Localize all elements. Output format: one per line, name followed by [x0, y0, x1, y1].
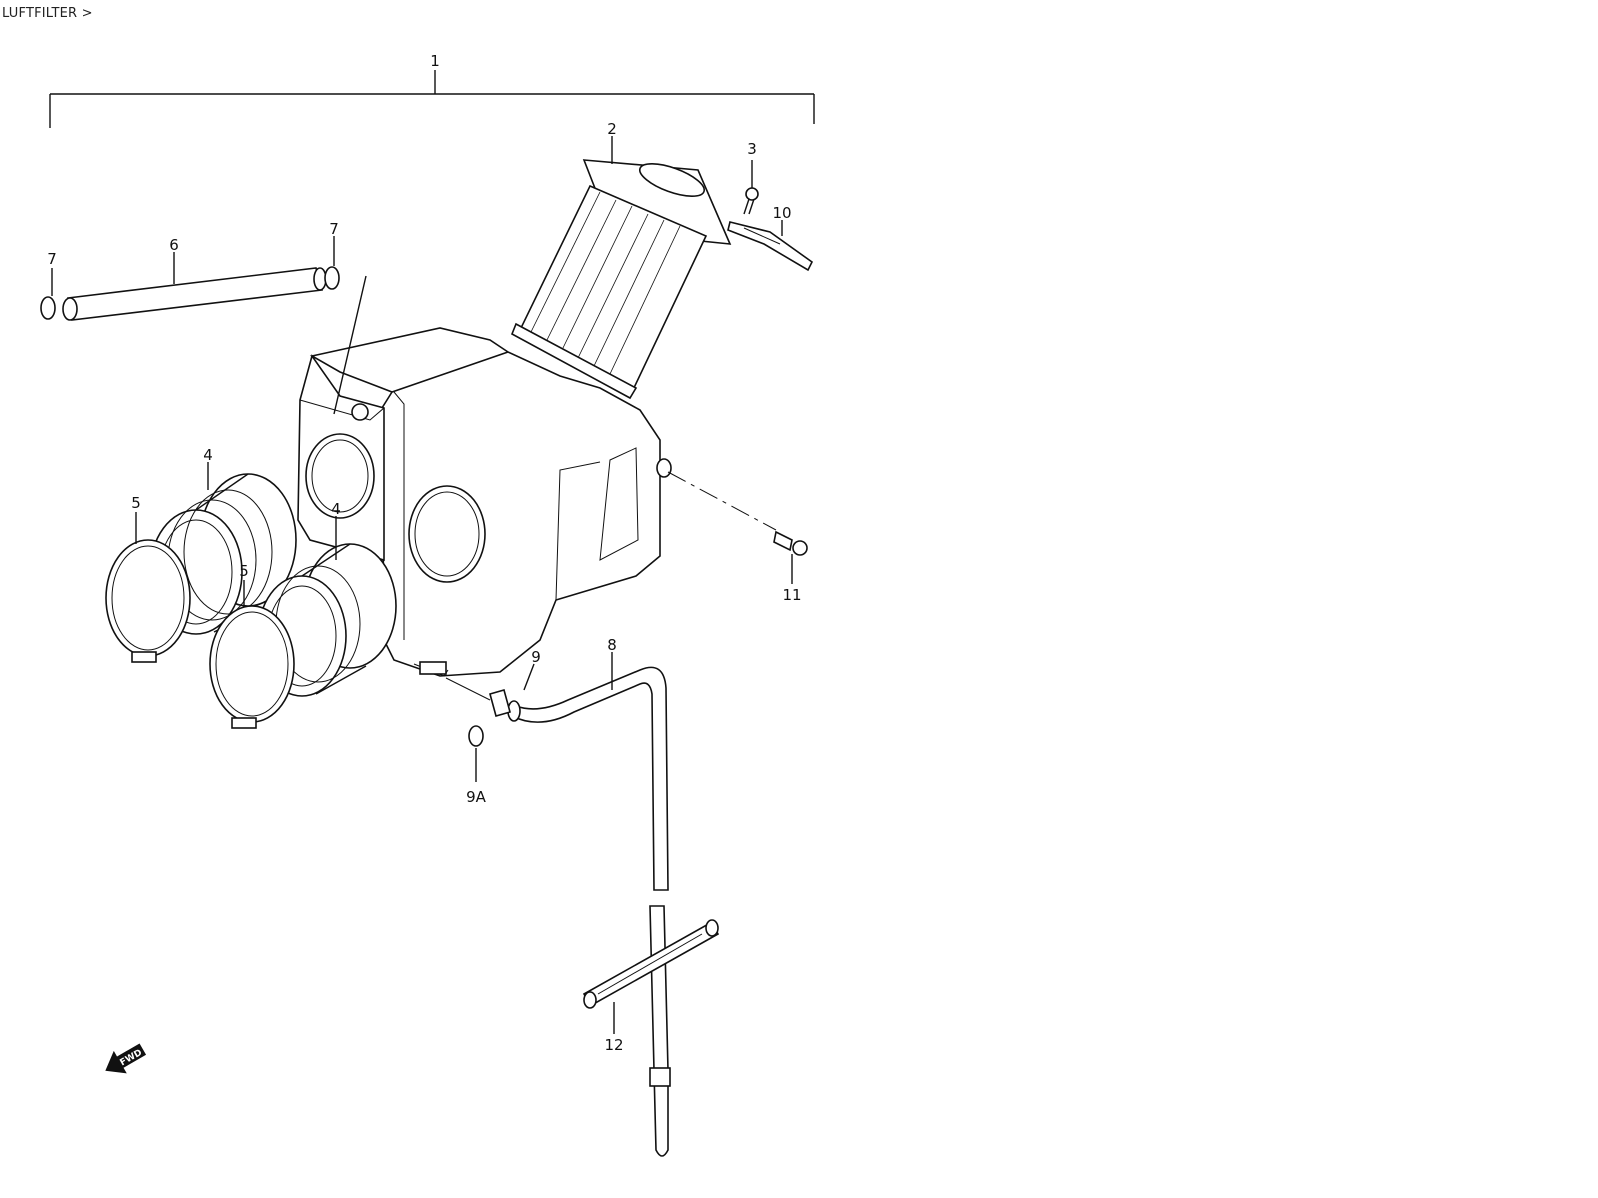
- breadcrumb[interactable]: LUFTFILTER >: [2, 6, 93, 21]
- drain-clip: [468, 725, 484, 782]
- hose-holder: [582, 919, 720, 1034]
- drain-plug: [445, 663, 535, 717]
- leader-line: [333, 275, 367, 415]
- bolt-part: [667, 471, 808, 584]
- callout-3: 3: [747, 140, 757, 158]
- fwd-direction-arrow: FWD: [105, 1043, 147, 1074]
- callout-8: 8: [607, 636, 617, 654]
- callout-9: 9: [531, 648, 541, 666]
- breather-hose: [62, 252, 327, 321]
- callout-2: 2: [607, 120, 617, 138]
- callout-9a: 9A: [466, 788, 487, 806]
- hose-clip-left: [40, 268, 56, 320]
- callout-7-right: 7: [329, 220, 339, 238]
- callout-10: 10: [772, 204, 791, 222]
- callout-4-left: 4: [203, 446, 213, 464]
- bracket-part: [727, 220, 814, 272]
- air-filter-element: [510, 136, 732, 400]
- drain-hose: [507, 652, 671, 1157]
- assembly-bracket: [49, 70, 815, 128]
- hose-clamp-right: [209, 580, 295, 729]
- hose-clamp-left: [105, 512, 191, 663]
- callout-6: 6: [169, 236, 179, 254]
- callout-4-right: 4: [331, 500, 341, 518]
- callout-12: 12: [604, 1036, 623, 1054]
- callout-11: 11: [782, 586, 801, 604]
- air-cleaner-box: [297, 327, 672, 677]
- callout-5-left: 5: [131, 494, 141, 512]
- screw-part: [743, 160, 759, 215]
- hose-clip-right: [324, 236, 340, 290]
- callout-5-right: 5: [239, 562, 249, 580]
- callout-1: 1: [430, 52, 440, 70]
- callout-7-left: 7: [47, 250, 57, 268]
